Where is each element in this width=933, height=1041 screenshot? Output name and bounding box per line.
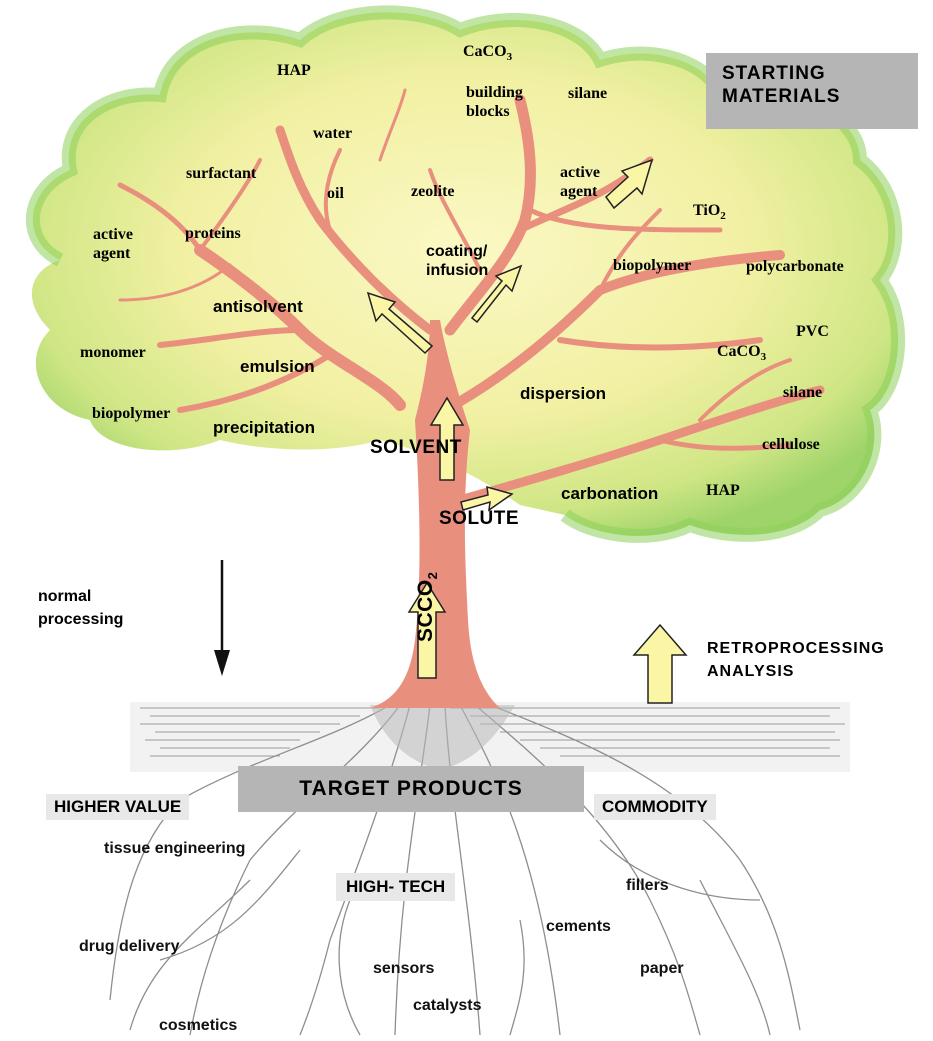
scco2-subscript: 2	[425, 572, 440, 580]
tio2-text: TiO	[693, 202, 720, 219]
active-agent-left-label: active agent	[93, 225, 133, 263]
tissue-engineering-label: tissue engineering	[104, 840, 245, 858]
cellulose-label: cellulose	[762, 436, 820, 454]
sensors-label: sensors	[373, 960, 434, 978]
zeolite-label: zeolite	[411, 183, 455, 201]
carbonation-label: carbonation	[561, 484, 658, 504]
scco2-text: SCCO	[414, 579, 437, 642]
high-tech-label: HIGH- TECH	[336, 873, 455, 901]
commodity-label: COMMODITY	[594, 794, 716, 820]
hap-top-label: HAP	[277, 62, 311, 80]
tio2-subscript: 2	[720, 210, 726, 222]
caco3-right-label: CaCO3	[717, 343, 766, 363]
caco3-right-subscript: 3	[761, 351, 767, 363]
caco3-top-text: CaCO	[463, 43, 507, 60]
silane-right-label: silane	[783, 384, 822, 402]
caco3-top-label: CaCO3	[463, 43, 512, 63]
higher-value-label: HIGHER VALUE	[46, 794, 189, 820]
caco3-right-text: CaCO	[717, 343, 761, 360]
normal-processing-arrow-icon	[214, 560, 230, 676]
biopolymer-left-label: biopolymer	[92, 405, 170, 423]
fillers-label: fillers	[626, 877, 669, 895]
cosmetics-label: cosmetics	[159, 1017, 237, 1035]
retroprocessing-arrow-icon	[634, 625, 686, 703]
coating-infusion-label: coating/ infusion	[426, 242, 488, 280]
proteins-label: proteins	[185, 225, 241, 243]
emulsion-label: emulsion	[240, 357, 315, 377]
polycarbonate-label: polycarbonate	[746, 258, 844, 276]
normal-processing-label: normal processing	[38, 585, 123, 631]
solvent-label: SOLVENT	[370, 437, 462, 459]
biopolymer-right-label: biopolymer	[613, 257, 691, 275]
cements-label: cements	[546, 918, 611, 936]
surfactant-label: surfactant	[186, 165, 256, 183]
water-label: water	[313, 125, 352, 143]
hap-right-label: HAP	[706, 482, 740, 500]
oil-label: oil	[327, 185, 344, 203]
antisolvent-label: antisolvent	[213, 297, 303, 317]
active-agent-right-label: active agent	[560, 163, 600, 201]
building-blocks-label: building blocks	[466, 83, 523, 121]
pvc-label: PVC	[796, 323, 829, 341]
scco2-label: SCCO2	[414, 572, 440, 642]
silane-top-label: silane	[568, 85, 607, 103]
monomer-label: monomer	[80, 344, 146, 362]
solute-label: SOLUTE	[439, 508, 519, 530]
paper-label: paper	[640, 960, 684, 978]
catalysts-label: catalysts	[413, 997, 482, 1015]
drug-delivery-label: drug delivery	[79, 938, 179, 956]
dispersion-label: dispersion	[520, 384, 606, 404]
starting-materials-box: STARTING MATERIALS	[706, 53, 918, 129]
tio2-label: TiO2	[693, 202, 726, 222]
retroprocessing-analysis-label: RETROPROCESSING ANALYSIS	[707, 637, 885, 683]
caco3-top-subscript: 3	[507, 51, 513, 63]
target-products-box: TARGET PRODUCTS	[238, 766, 584, 812]
precipitation-label: precipitation	[213, 418, 315, 438]
